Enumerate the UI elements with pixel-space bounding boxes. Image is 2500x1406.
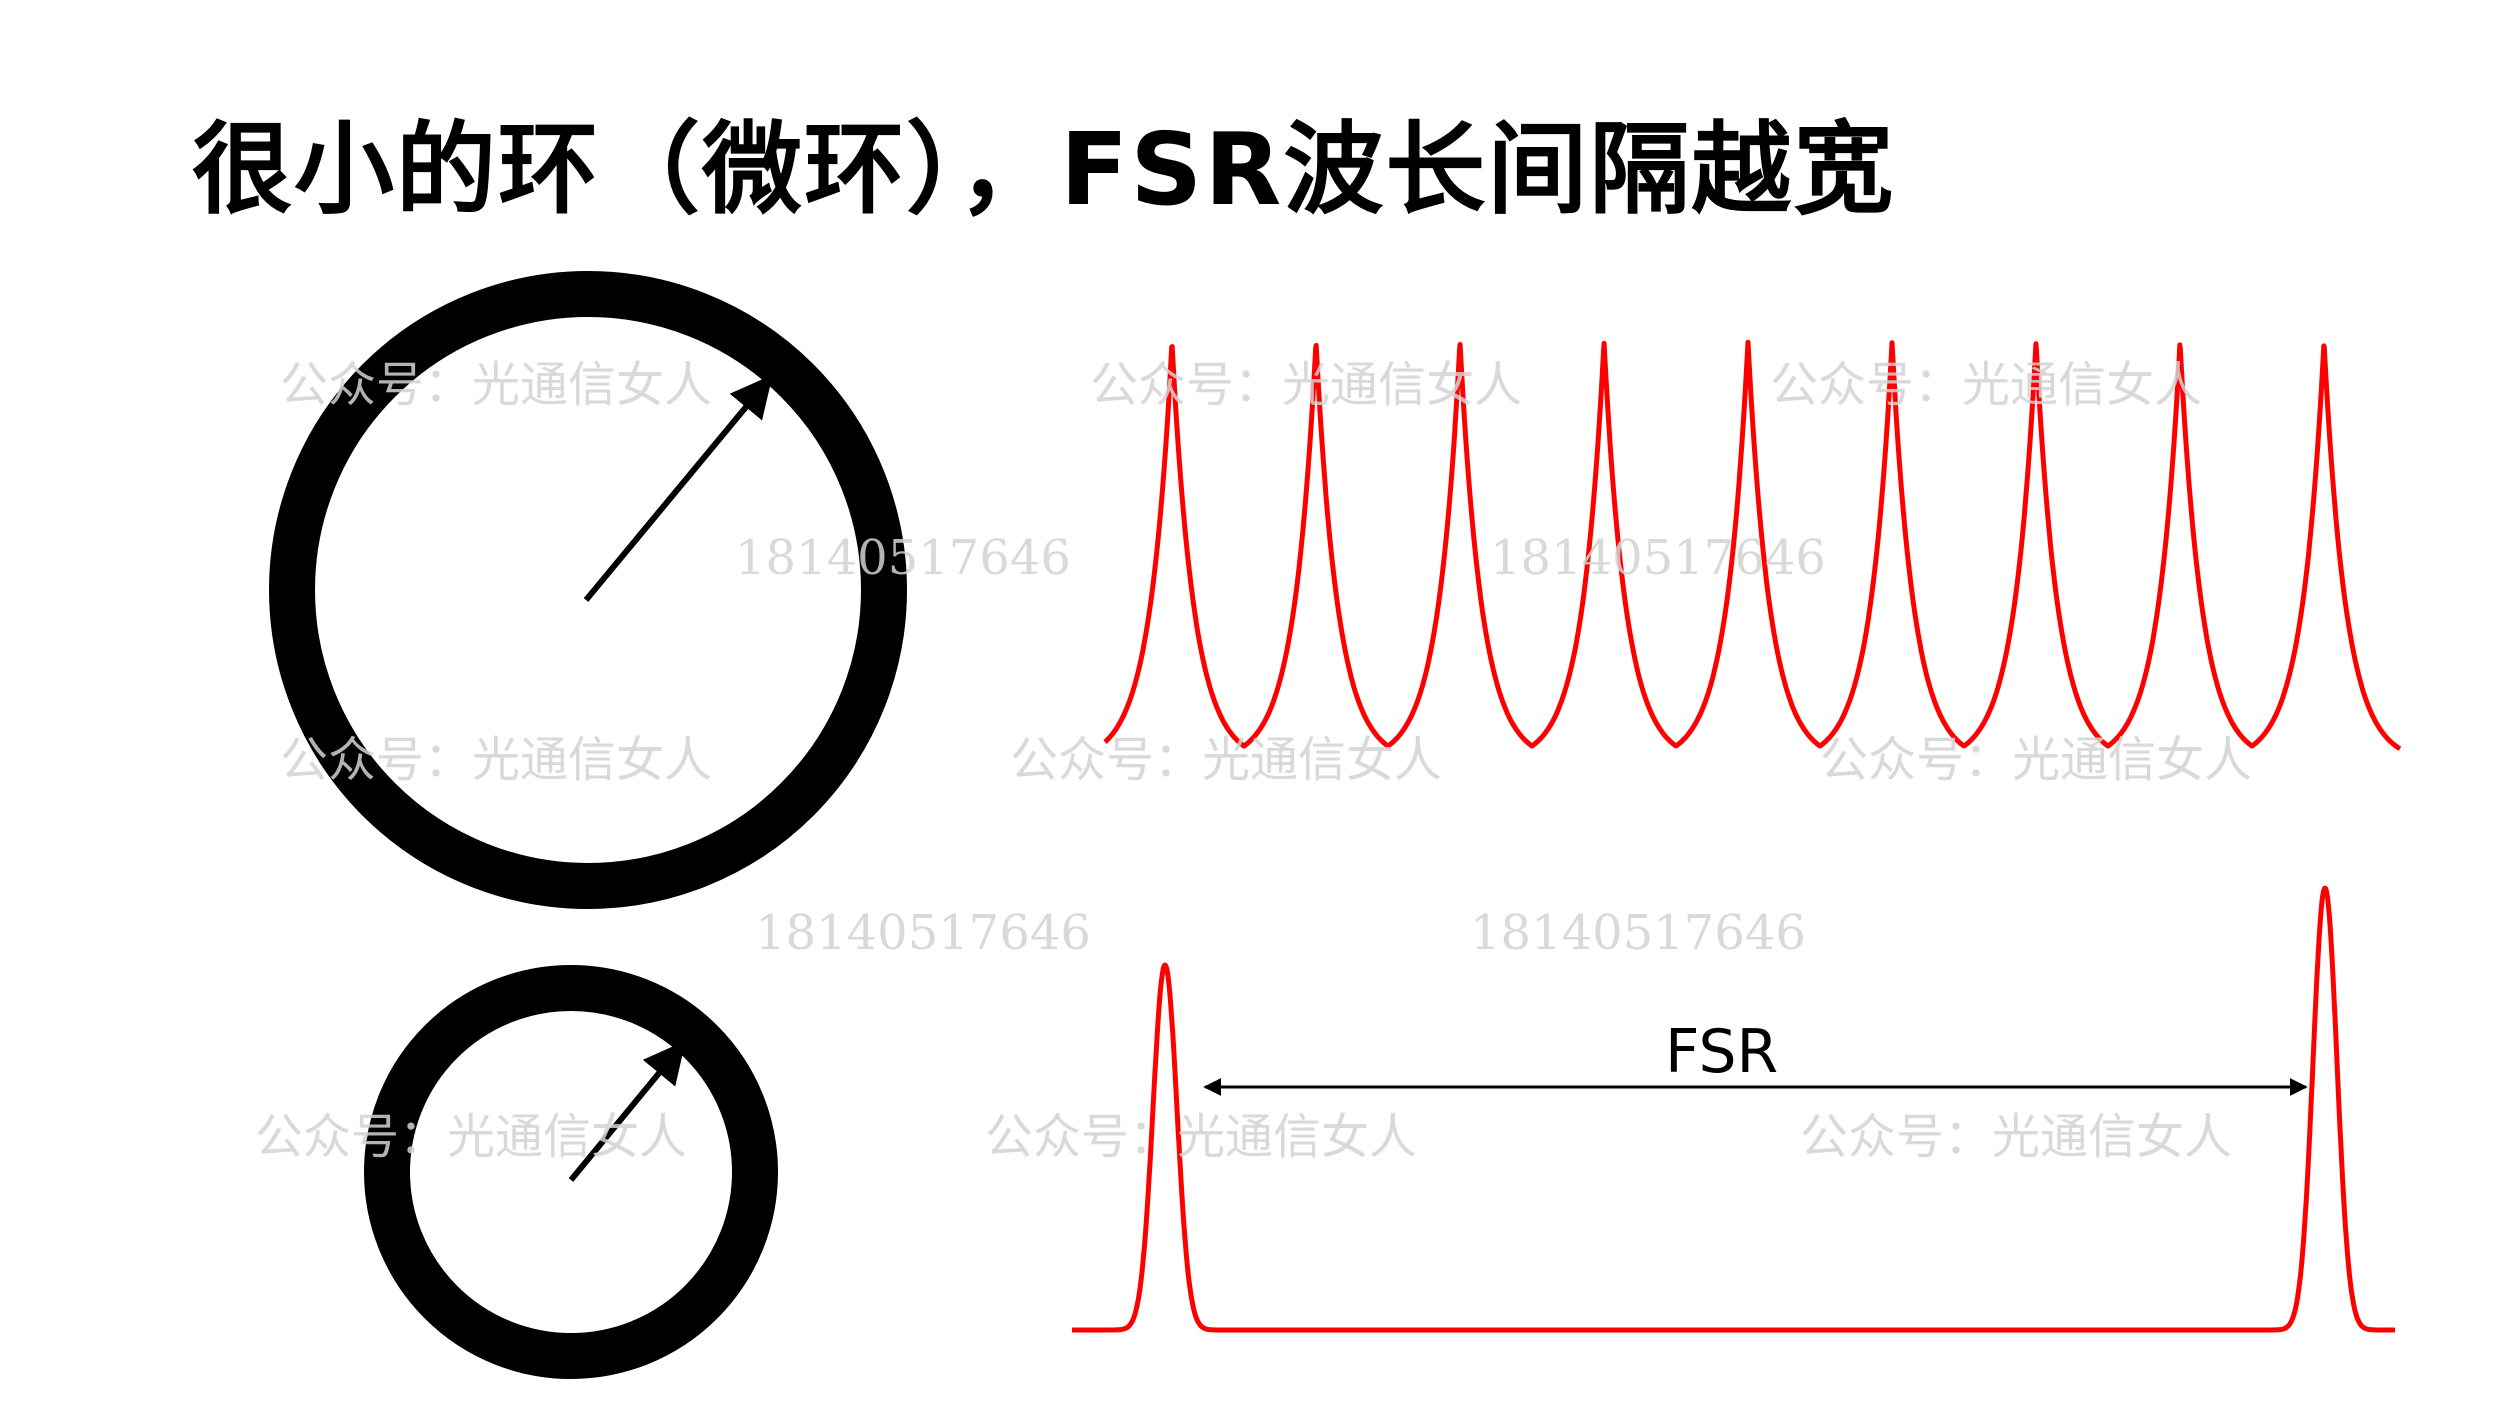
watermark-account: 公众号：光通信女人 — [280, 732, 713, 788]
watermark-account: 公众号：光通信女人 — [1820, 732, 2253, 788]
small-ring — [364, 965, 778, 1379]
watermark-account: 公众号：光通信女人 — [255, 1109, 688, 1165]
spectrum-sparse-peaks — [1070, 885, 2397, 1333]
watermark-account: 公众号：光通信女人 — [985, 1109, 1418, 1165]
watermark-phone: 18140517646 — [1490, 530, 1826, 586]
watermark-account: 公众号：光通信女人 — [1010, 732, 1443, 788]
page-title: 很小的环（微环），FSR波长间隔越宽 — [192, 111, 1896, 228]
fsr-label: FSR — [1665, 1017, 1778, 1087]
watermark-account: 公众号：光通信女人 — [1800, 1109, 2233, 1165]
watermark-phone: 18140517646 — [1470, 905, 1806, 961]
watermark-account: 公众号：光通信女人 — [280, 357, 713, 413]
spectrum-dense-peaks — [1103, 339, 2402, 751]
watermark-account: 公众号：光通信女人 — [1090, 357, 1523, 413]
watermark-phone: 18140517646 — [735, 530, 1071, 586]
small-ring-radius-arrow — [568, 1040, 686, 1182]
large-ring — [269, 271, 907, 909]
watermark-phone: 18140517646 — [755, 905, 1091, 961]
watermark-account: 公众号：光通信女人 — [1770, 357, 2203, 413]
large-ring-radius-arrow — [583, 374, 773, 602]
